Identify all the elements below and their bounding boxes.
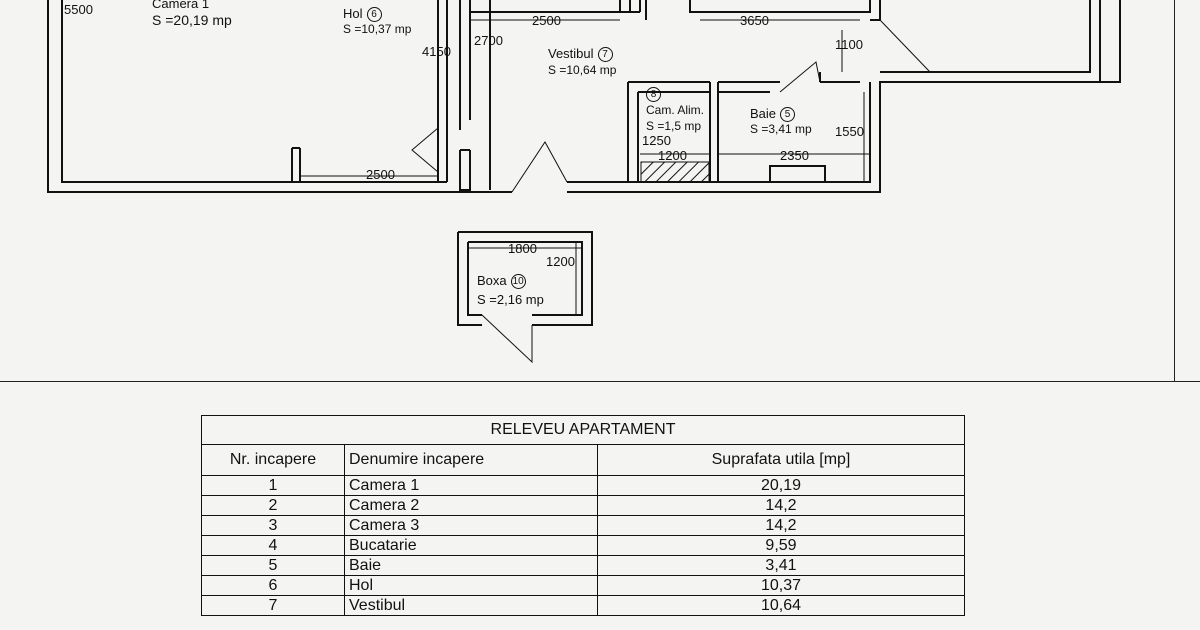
cell-denumire: Camera 1 bbox=[344, 475, 598, 496]
room-area-boxa: S =2,16 mp bbox=[477, 292, 544, 307]
table-row: 6 Hol 10,37 bbox=[201, 575, 965, 596]
dimension-label: 2500 bbox=[532, 13, 561, 28]
dimension-label: 1100 bbox=[835, 37, 863, 52]
table-title-row: RELEVEU APARTAMENT bbox=[201, 415, 965, 445]
cell-denumire: Bucatarie bbox=[344, 535, 598, 556]
room-number-badge: 7 bbox=[597, 47, 613, 63]
column-header-denumire: Denumire incapere bbox=[344, 444, 598, 476]
dimension-label: 3650 bbox=[740, 13, 769, 28]
releveu-table-container: RELEVEU APARTAMENT Nr. incapere Denumire… bbox=[201, 415, 965, 616]
cell-nr: 5 bbox=[201, 555, 345, 576]
dimension-label: 2350 bbox=[780, 148, 809, 163]
dimension-label: 1200 bbox=[658, 148, 687, 163]
column-header-suprafata: Suprafata utila [mp] bbox=[597, 444, 965, 476]
dimension-label: 4150 bbox=[422, 44, 451, 59]
cell-suprafata: 3,41 bbox=[597, 555, 965, 576]
dimension-label: 2700 bbox=[474, 33, 503, 48]
table-row: 3 Camera 3 14,2 bbox=[201, 515, 965, 536]
table-header-row: Nr. incapere Denumire incapere Suprafata… bbox=[201, 444, 965, 476]
cell-suprafata: 10,37 bbox=[597, 575, 965, 596]
cell-denumire: Baie bbox=[344, 555, 598, 576]
cell-denumire: Camera 2 bbox=[344, 495, 598, 516]
room-area-cam-alim: S =1,5 mp bbox=[646, 119, 702, 133]
cell-suprafata: 20,19 bbox=[597, 475, 965, 496]
room-area-hol: S =10,37 mp bbox=[343, 22, 412, 36]
dimension-label: 1800 bbox=[508, 241, 537, 256]
table-title: RELEVEU APARTAMENT bbox=[201, 415, 965, 445]
dimension-label: 1250 bbox=[642, 133, 671, 148]
table-row: 7 Vestibul 10,64 bbox=[201, 595, 965, 616]
table-row: 5 Baie 3,41 bbox=[201, 555, 965, 576]
sheet-border-line bbox=[1174, 0, 1175, 382]
releveu-table: RELEVEU APARTAMENT Nr. incapere Denumire… bbox=[201, 415, 965, 616]
table-row: 1 Camera 1 20,19 bbox=[201, 475, 965, 496]
dimension-label: 2500 bbox=[366, 167, 395, 182]
cell-suprafata: 14,2 bbox=[597, 495, 965, 516]
cell-nr: 3 bbox=[201, 515, 345, 536]
section-divider bbox=[0, 381, 1200, 382]
room-label-cam-alim: Cam. Alim. bbox=[646, 103, 705, 117]
column-header-nr: Nr. incapere bbox=[201, 444, 345, 476]
floor-plan-drawing bbox=[47, 0, 1121, 364]
cell-nr: 1 bbox=[201, 475, 345, 496]
room-label-camera-1: Camera 1 bbox=[152, 0, 210, 11]
cell-suprafata: 9,59 bbox=[597, 535, 965, 556]
cell-denumire: Vestibul bbox=[344, 595, 598, 616]
cell-denumire: Camera 3 bbox=[344, 515, 598, 536]
cell-suprafata: 10,64 bbox=[597, 595, 965, 616]
dimension-label: 1200 bbox=[546, 254, 575, 269]
table-row: 4 Bucatarie 9,59 bbox=[201, 535, 965, 556]
cell-nr: 7 bbox=[201, 595, 345, 616]
table-row: 2 Camera 2 14,2 bbox=[201, 495, 965, 516]
room-area-camera-1: S =20,19 mp bbox=[152, 12, 232, 28]
dimension-label: 5500 bbox=[64, 2, 93, 17]
cell-suprafata: 14,2 bbox=[597, 515, 965, 536]
room-number-badge: 5 bbox=[780, 107, 796, 123]
cell-nr: 4 bbox=[201, 535, 345, 556]
cell-denumire: Hol bbox=[344, 575, 598, 596]
room-number-badge: 6 bbox=[366, 7, 382, 23]
room-number-badge: 10 bbox=[510, 274, 526, 290]
room-area-baie: S =3,41 mp bbox=[750, 122, 812, 136]
cell-nr: 2 bbox=[201, 495, 345, 516]
room-number-cam-alim: 8 bbox=[646, 86, 661, 103]
dimension-label: 1550 bbox=[835, 124, 864, 139]
room-area-vestibul: S =10,64 mp bbox=[548, 63, 617, 77]
cell-nr: 6 bbox=[201, 575, 345, 596]
